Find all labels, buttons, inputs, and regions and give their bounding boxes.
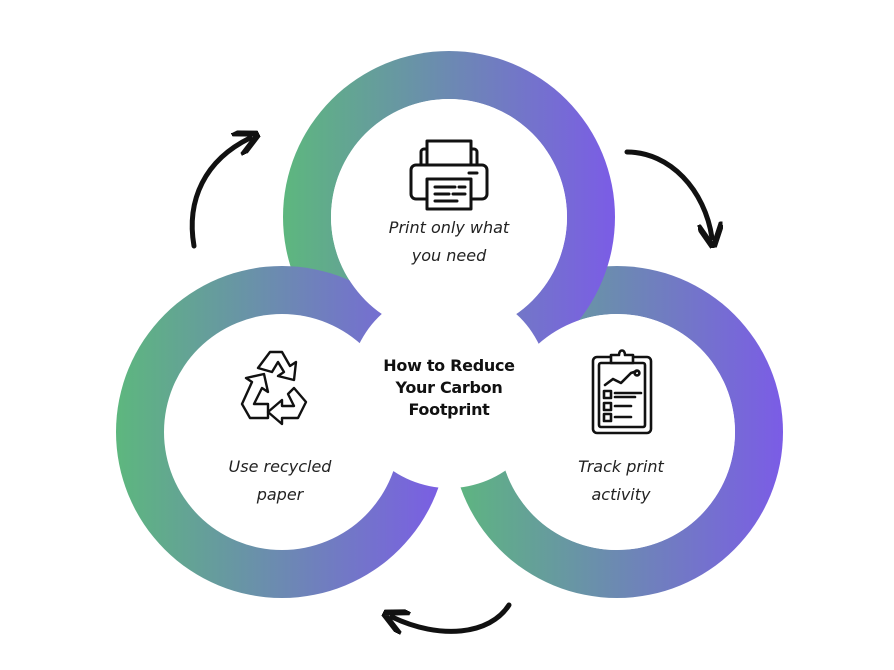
clipboard-chart-icon (591, 349, 653, 435)
label-line: activity (591, 485, 651, 504)
printer-icon (409, 139, 489, 211)
label-line: you need (411, 246, 487, 265)
label-line: Track print (578, 457, 664, 476)
ring-print-inner (331, 99, 567, 335)
title-line: How to Reduce (383, 356, 515, 375)
ring-recycle (116, 266, 448, 598)
center-hub (349, 288, 549, 488)
label-line: Print only what (388, 218, 510, 237)
node-label-print: Print only what you need (359, 214, 539, 270)
title-line: Your Carbon (395, 378, 503, 397)
arrow-bottom-icon (392, 602, 512, 631)
title-line: Footprint (408, 400, 490, 419)
diagram-title: How to Reduce Your Carbon Footprint (359, 355, 539, 421)
node-label-track: Track print activity (531, 453, 711, 509)
node-label-recycle: Use recycled paper (190, 453, 370, 509)
label-line: Use recycled (228, 457, 332, 476)
arrow-top-left-icon (189, 138, 250, 249)
arrow-top-right-icon (624, 149, 712, 238)
recycle-icon (240, 350, 308, 426)
label-line: paper (256, 485, 304, 504)
